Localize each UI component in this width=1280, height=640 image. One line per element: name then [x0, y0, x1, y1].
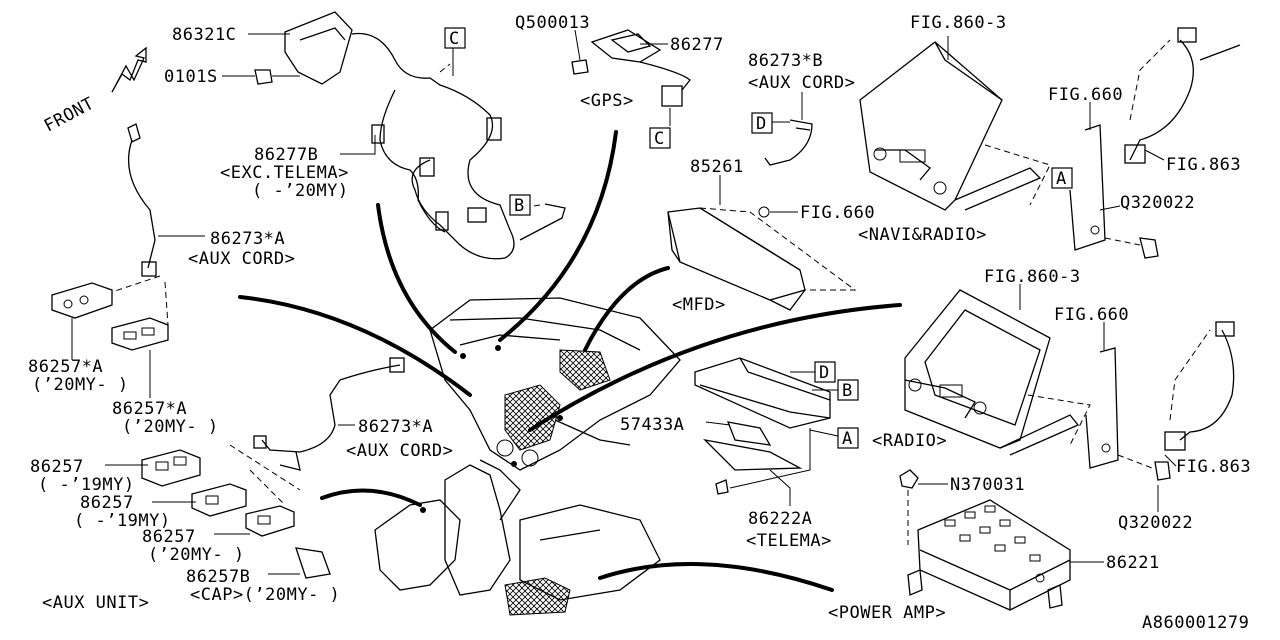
aux-cord-b-group: 86273*B <AUX CORD> D — [748, 51, 855, 166]
diagram-code: A860001279 — [1142, 613, 1249, 633]
label-mfd: <MFD> — [672, 295, 726, 315]
label-fig660-bot: FIG.660 — [1054, 305, 1129, 325]
callout-d-telema — [814, 361, 836, 383]
callout-d-aux-label: D — [756, 114, 767, 134]
callout-c-gps — [649, 127, 671, 149]
label-86257-2: 86257 — [80, 493, 134, 513]
label-86257-3: 86257 — [142, 527, 196, 547]
front-label: FRONT — [41, 94, 98, 137]
label-q500013: Q500013 — [515, 13, 590, 33]
label-q320022-top: Q320022 — [1120, 193, 1195, 213]
callout-a-telema — [837, 427, 859, 449]
callout-a-navi-label: A — [1056, 169, 1067, 189]
label-my20-before: ( -’20MY) — [252, 181, 349, 201]
label-my19-1: ( -’19MY) — [38, 475, 135, 495]
label-aux-unit: <AUX UNIT> — [42, 593, 149, 613]
label-aux-cord-b: <AUX CORD> — [748, 73, 855, 93]
label-my20-3: (’20MY- ) — [148, 545, 245, 565]
label-aux-cord-a1: <AUX CORD> — [188, 249, 295, 269]
label-86222a: 86222A — [748, 509, 812, 529]
label-radio: <RADIO> — [872, 431, 947, 451]
callout-c-gps-label: C — [654, 129, 665, 149]
telema-group: 57433A 86222A <TELEMA> D B A — [620, 357, 859, 551]
label-cap-20my: <CAP>(’20MY- ) — [190, 585, 340, 605]
label-86277b: 86277B — [254, 145, 318, 165]
label-my20-a1: (’20MY- ) — [32, 375, 129, 395]
label-86257a-1: 86257*A — [28, 357, 103, 377]
label-85261: 85261 — [690, 157, 744, 177]
label-fig-860-3-top: FIG.860-3 — [910, 13, 1007, 33]
callout-a-telema-label: A — [842, 429, 853, 449]
label-57433a: 57433A — [620, 415, 684, 435]
callout-c-top-label: C — [449, 29, 460, 49]
label-86221: 86221 — [1106, 553, 1160, 573]
callout-b-telema-label: B — [842, 381, 853, 401]
label-my20-a2: (’20MY- ) — [122, 417, 219, 437]
gps-group: Q500013 86277 <GPS> C — [515, 13, 724, 149]
label-navi-radio: <NAVI&RADIO> — [858, 225, 987, 245]
label-86257-1: 86257 — [30, 457, 84, 477]
label-0101s: 0101S — [164, 67, 218, 87]
navi-radio-group: FIG.860-3 FIG.660 FIG.863 Q320022 <NAVI&… — [858, 13, 1241, 259]
label-86273a-1: 86273*A — [210, 229, 285, 249]
label-fig660-mfd: FIG.660 — [800, 203, 875, 223]
callout-b-telema — [837, 379, 859, 401]
label-my19-2: ( -’19MY) — [74, 511, 171, 531]
callout-d-telema-label: D — [819, 363, 830, 383]
label-fig660-top: FIG.660 — [1048, 85, 1123, 105]
aux-unit-group: 86273*A <AUX CORD> 86257*A (’20MY- ) 862… — [28, 123, 453, 613]
radio-group: FIG.860-3 FIG.660 <RADIO> FIG.863 Q32002… — [872, 267, 1251, 533]
label-telema: <TELEMA> — [746, 531, 832, 551]
callout-c-top — [444, 27, 466, 49]
label-q320022-bot: Q320022 — [1118, 513, 1193, 533]
power-amp-group: N370031 86221 <POWER AMP> — [828, 469, 1160, 623]
front-arrow: FRONT — [41, 46, 147, 137]
label-aux-cord-a2: <AUX CORD> — [346, 441, 453, 461]
label-86277: 86277 — [670, 35, 724, 55]
callout-b-cord — [509, 194, 531, 216]
label-fig863-bot: FIG.863 — [1176, 457, 1251, 477]
label-86273a-2: 86273*A — [358, 417, 433, 437]
mfd-group: 85261 FIG.660 <MFD> — [667, 157, 875, 315]
label-86257a-2: 86257*A — [112, 399, 187, 419]
label-86257b: 86257B — [186, 567, 250, 587]
label-86321c: 86321C — [172, 25, 236, 45]
label-fig863-top: FIG.863 — [1166, 155, 1241, 175]
label-fig-860-3-bot: FIG.860-3 — [984, 267, 1081, 287]
console-illustration — [238, 130, 902, 616]
callout-a-navi — [1051, 167, 1073, 189]
label-power-amp: <POWER AMP> — [828, 603, 946, 623]
callout-b-cord-label: B — [514, 196, 525, 216]
label-86273b: 86273*B — [748, 51, 823, 71]
callout-d-aux — [751, 112, 773, 134]
label-n370031: N370031 — [950, 475, 1025, 495]
harness-group-exc-telema: 86321C 0101S 86277B <EXC.TELEMA> ( -’20M… — [164, 11, 566, 260]
label-gps: <GPS> — [580, 91, 634, 111]
label-exc-telema: <EXC.TELEMA> — [220, 163, 349, 183]
